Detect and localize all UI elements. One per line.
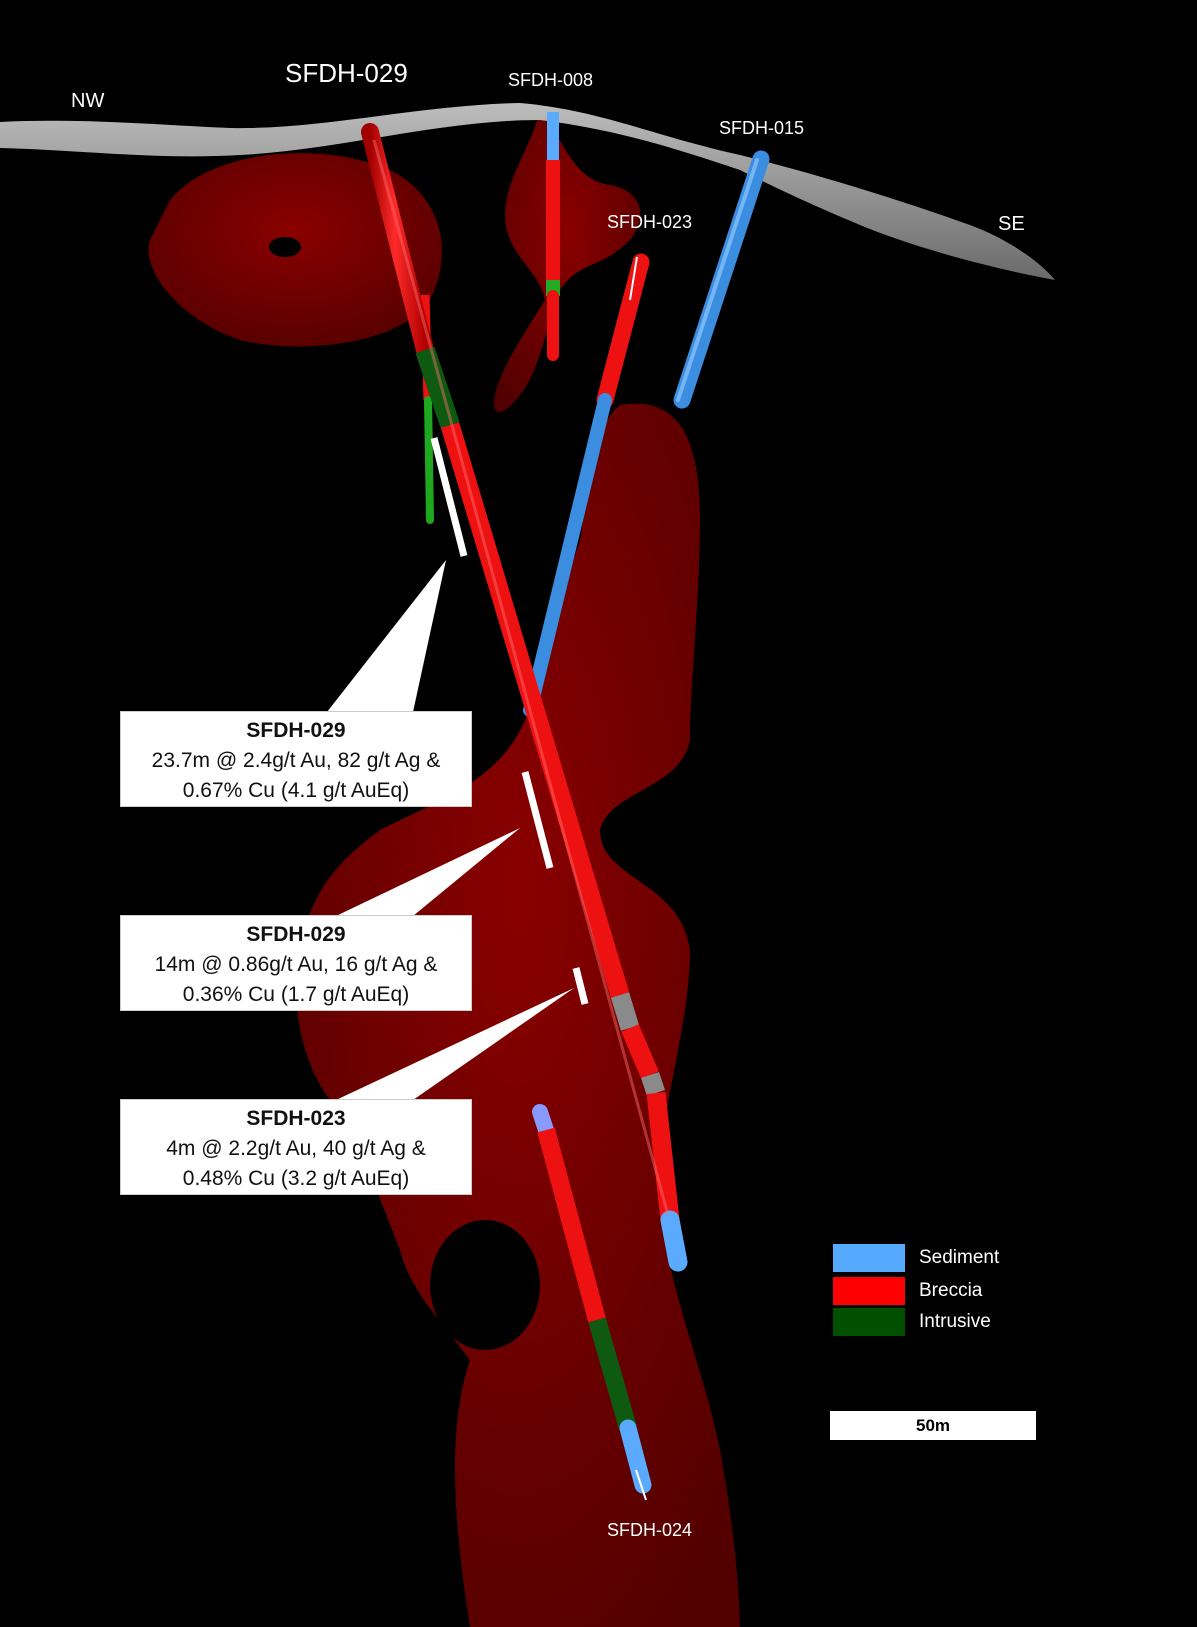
callout-line: 23.7m @ 2.4g/t Au, 82 g/t Ag &	[151, 749, 441, 772]
drillhole-label-sfdh-015: SFDH-015	[719, 118, 805, 138]
drillhole-sfdh-024	[532, 1104, 652, 1501]
callout-pointer-3	[336, 988, 574, 1100]
callout-line: 0.67% Cu (4.1 g/t AuEq)	[182, 779, 410, 802]
drillhole-sfdh-015	[673, 150, 770, 409]
intercept-callout-2: SFDH-029 14m @ 0.86g/t Au, 16 g/t Ag & 0…	[120, 915, 472, 1011]
legend-label: Sediment	[919, 1247, 1000, 1268]
legend-item-sediment: Sediment	[833, 1244, 1033, 1274]
callout-line: 0.48% Cu (3.2 g/t AuEq)	[182, 1167, 410, 1190]
callout-pointer-1	[327, 560, 446, 712]
drillhole-sfdh-023	[523, 253, 650, 717]
callout-title: SFDH-023	[246, 1107, 346, 1130]
drillhole-label-sfdh-023: SFDH-023	[607, 212, 693, 232]
intercept-marker-2	[521, 771, 554, 869]
topographic-surface	[0, 103, 1055, 280]
direction-label-nw: NW	[71, 90, 105, 112]
callout-title: SFDH-029	[246, 719, 346, 742]
intercept-markers	[430, 437, 589, 1005]
direction-label-se: SE	[998, 213, 1025, 235]
drillhole-label-sfdh-029: SFDH-029	[285, 58, 408, 88]
callout-line: 4m @ 2.2g/t Au, 40 g/t Ag &	[166, 1137, 426, 1160]
callout-pointers	[327, 560, 574, 1100]
legend-label: Intrusive	[919, 1311, 991, 1332]
intercept-callout-1: SFDH-029 23.7m @ 2.4g/t Au, 82 g/t Ag & …	[120, 711, 472, 807]
legend-label: Breccia	[919, 1280, 983, 1301]
intercept-callout-3: SFDH-023 4m @ 2.2g/t Au, 40 g/t Ag & 0.4…	[120, 1099, 472, 1195]
breccia-body-void-small	[269, 237, 301, 257]
drillhole-sfdh-029	[361, 123, 688, 1272]
callout-line: 14m @ 0.86g/t Au, 16 g/t Ag &	[154, 953, 438, 976]
legend-swatch-sediment	[833, 1244, 905, 1272]
breccia-body-upper-mid	[494, 110, 641, 412]
legend-item-breccia: Breccia	[833, 1277, 1033, 1307]
scale-bar: 50m	[830, 1411, 1036, 1440]
intercept-marker-3	[572, 967, 589, 1005]
drillhole-label-sfdh-024: SFDH-024	[607, 1520, 693, 1540]
breccia-body-void	[430, 1220, 540, 1350]
legend-swatch-breccia	[833, 1277, 905, 1305]
legend-item-intrusive: Intrusive	[833, 1308, 1033, 1338]
callout-pointer-2	[336, 828, 520, 916]
drillhole-label-sfdh-008: SFDH-008	[508, 70, 594, 90]
legend-swatch-intrusive	[833, 1308, 905, 1336]
callout-title: SFDH-029	[246, 923, 346, 946]
intercept-marker-1	[430, 437, 468, 557]
callout-line: 0.36% Cu (1.7 g/t AuEq)	[182, 983, 410, 1006]
